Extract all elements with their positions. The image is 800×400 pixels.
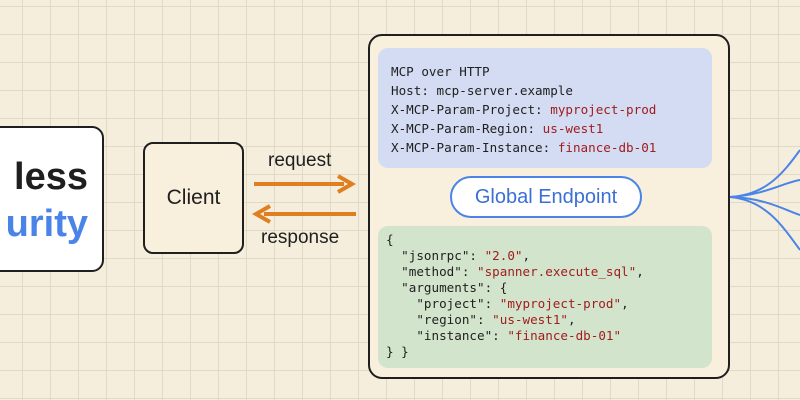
body-method-comma: , (636, 264, 644, 279)
jsonrpc-body-panel: { "jsonrpc": "2.0", "method": "spanner.e… (378, 226, 712, 368)
client-box: Client (143, 142, 244, 254)
body-method-line: "method": "spanner.execute_sql", (386, 264, 712, 280)
response-arrow (251, 204, 356, 224)
body-region-value: "us-west1" (492, 312, 568, 327)
body-project-line: "project": "myproject-prod", (386, 296, 712, 312)
body-method-key: "method": (386, 264, 477, 279)
header-region-key: X-MCP-Param-Region: (391, 121, 543, 136)
body-method-value: "spanner.execute_sql" (477, 264, 637, 279)
body-region-line: "region": "us-west1", (386, 312, 712, 328)
header-region-line: X-MCP-Param-Region: us-west1 (391, 119, 712, 138)
body-project-value: "myproject-prod" (499, 296, 622, 311)
body-jsonrpc-comma: , (522, 248, 531, 263)
header-project-line: X-MCP-Param-Project: myproject-prod (391, 100, 712, 119)
header-title-line: MCP over HTTP (391, 64, 490, 79)
body-region-key: "region": (386, 312, 493, 327)
body-region-comma: , (567, 312, 576, 327)
header-instance-key: X-MCP-Param-Instance: (391, 140, 558, 155)
response-label: response (261, 227, 340, 248)
body-jsonrpc-value: "2.0" (484, 248, 523, 263)
client-label: Client (166, 186, 221, 209)
header-host-line: Host: mcp-server.example (391, 83, 573, 98)
request-label: request (268, 150, 332, 171)
request-arrow (254, 174, 357, 194)
brand-text-line2: urity (5, 203, 88, 245)
body-instance-value: "finance-db-01" (507, 328, 622, 343)
body-open-line: { (386, 232, 394, 247)
body-project-key: "project": (386, 296, 500, 311)
body-arguments-line: "arguments": { (386, 280, 508, 295)
global-endpoint-pill: Global Endpoint (450, 176, 642, 218)
header-instance-value: finance-db-01 (557, 140, 657, 155)
header-instance-line: X-MCP-Param-Instance: finance-db-01 (391, 138, 712, 157)
body-jsonrpc-key: "jsonrpc": (386, 248, 485, 263)
brand-card: less urity (0, 126, 104, 272)
body-project-comma: , (621, 296, 629, 311)
body-instance-key: "instance": (386, 328, 508, 343)
body-close-line: } } (386, 344, 409, 359)
body-instance-line: "instance": "finance-db-01" (386, 328, 712, 344)
brand-text-line1: less (14, 156, 88, 198)
global-endpoint-label: Global Endpoint (474, 185, 618, 208)
header-project-key: X-MCP-Param-Project: (391, 102, 551, 117)
header-project-value: myproject-prod (550, 102, 657, 117)
header-region-value: us-west1 (542, 121, 604, 136)
http-headers-panel: MCP over HTTP Host: mcp-server.example X… (378, 48, 712, 168)
body-jsonrpc-line: "jsonrpc": "2.0", (386, 248, 712, 264)
fanout-lines (729, 149, 800, 251)
